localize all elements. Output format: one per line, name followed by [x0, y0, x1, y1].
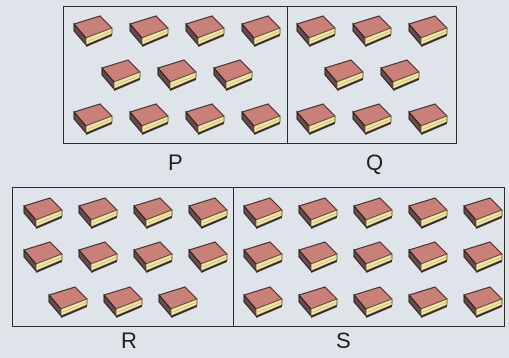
book-icon: [238, 102, 282, 138]
label-r: R: [121, 328, 137, 354]
book-icon: [240, 196, 284, 232]
book-icon: [350, 285, 394, 321]
book-icon: [126, 102, 170, 138]
book-icon: [75, 240, 119, 276]
book-icon: [70, 14, 114, 50]
book-icon: [20, 196, 64, 232]
book-icon: [45, 285, 89, 321]
book-icon: [238, 14, 282, 50]
book-icon: [405, 14, 449, 50]
book-icon: [405, 102, 449, 138]
book-icon: [460, 240, 504, 276]
book-icon: [350, 196, 394, 232]
book-icon: [350, 240, 394, 276]
book-icon: [98, 58, 142, 94]
label-s: S: [336, 328, 351, 354]
book-icon: [155, 285, 199, 321]
label-p: P: [168, 150, 183, 176]
book-icon: [295, 285, 339, 321]
book-icon: [182, 14, 226, 50]
book-icon: [349, 14, 393, 50]
book-icon: [126, 14, 170, 50]
book-icon: [100, 285, 144, 321]
book-icon: [240, 240, 284, 276]
book-icon: [130, 196, 174, 232]
book-icon: [405, 240, 449, 276]
book-icon: [185, 196, 229, 232]
book-icon: [154, 58, 198, 94]
book-icon: [130, 240, 174, 276]
label-q: Q: [366, 150, 383, 176]
book-icon: [405, 196, 449, 232]
book-icon: [293, 102, 337, 138]
book-icon: [70, 102, 114, 138]
book-icon: [240, 285, 284, 321]
book-icon: [405, 285, 449, 321]
book-icon: [295, 196, 339, 232]
book-icon: [182, 102, 226, 138]
book-icon: [377, 58, 421, 94]
book-icon: [210, 58, 254, 94]
book-icon: [460, 285, 504, 321]
book-icon: [349, 102, 393, 138]
book-icon: [20, 240, 64, 276]
book-icon: [75, 196, 119, 232]
book-icon: [185, 240, 229, 276]
book-icon: [460, 196, 504, 232]
book-icon: [295, 240, 339, 276]
book-icon: [293, 14, 337, 50]
book-icon: [321, 58, 365, 94]
